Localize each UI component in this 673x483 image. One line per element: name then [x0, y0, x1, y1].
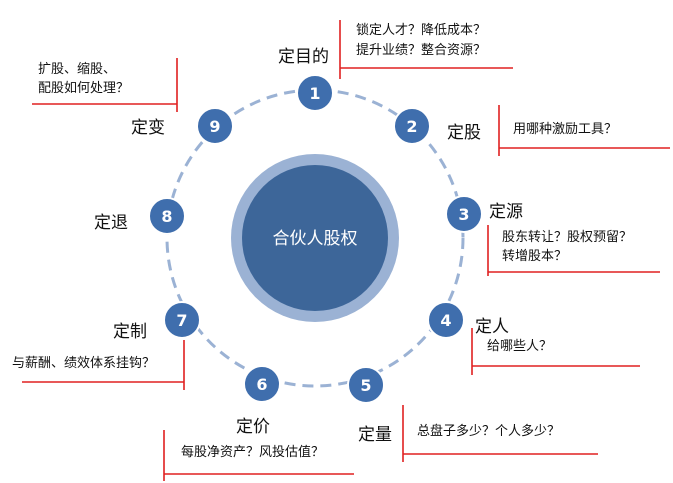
node-number-4: 4 — [440, 311, 451, 330]
node-circle-2 — [393, 107, 431, 145]
node-question-1-line-1: 锁定人才？降低成本？ — [356, 23, 487, 38]
node-question-5-line-1: 总盘子多少？个人多少？ — [417, 424, 561, 439]
node-question-4-line-1: 给哪些人？ — [487, 339, 553, 354]
node-circle-3 — [445, 195, 483, 233]
node-circle-1 — [296, 74, 334, 112]
node-question-2-line-1: 用哪种激励工具？ — [513, 122, 618, 137]
node-number-3: 3 — [458, 205, 469, 224]
dashed-ring — [165, 88, 465, 388]
question-brackets — [22, 20, 670, 481]
node-question-3-line-1: 股东转让？股权预留？ — [502, 230, 633, 245]
node-question-6-line-1: 每股净资产？风投估值？ — [181, 445, 325, 460]
node-question-7-line-1: 与薪酬、绩效体系挂钩？ — [12, 356, 156, 371]
node-question-9-line-2: 配股如何处理？ — [38, 81, 130, 96]
node-question-1-line-2: 提升业绩？整合资源？ — [356, 43, 487, 58]
node-number-9: 9 — [209, 117, 220, 136]
node-number-5: 5 — [360, 376, 371, 395]
node-number-2: 2 — [406, 117, 417, 136]
node-circle-9 — [196, 107, 234, 145]
center-label: 合伙人股权 — [273, 229, 358, 249]
node-circle-5 — [347, 366, 385, 404]
node-title-5: 定量 — [358, 425, 392, 445]
center-circle — [242, 165, 388, 311]
node-title-6: 定价 — [236, 417, 270, 437]
node-title-7: 定制 — [113, 322, 147, 342]
node-title-2: 定股 — [447, 123, 481, 143]
node-number-7: 7 — [176, 311, 187, 330]
node-title-8: 定退 — [94, 213, 128, 233]
node-number-6: 6 — [256, 375, 267, 394]
node-circle-4 — [427, 301, 465, 339]
node-question-3-line-2: 转增股本？ — [502, 249, 568, 264]
node-number-8: 8 — [161, 207, 172, 226]
node-title-4: 定人 — [475, 317, 509, 337]
node-circle-6 — [243, 365, 281, 403]
node-title-3: 定源 — [489, 202, 523, 222]
node-title-1: 定目的 — [278, 47, 329, 67]
node-title-9: 定变 — [131, 118, 165, 138]
step-nodes: 1 2 3 4 5 6 7 8 9 — [148, 74, 483, 404]
node-question-9-line-1: 扩股、缩股、 — [38, 62, 117, 77]
node-number-1: 1 — [309, 84, 320, 103]
node-circle-7 — [163, 301, 201, 339]
node-circle-8 — [148, 197, 186, 235]
